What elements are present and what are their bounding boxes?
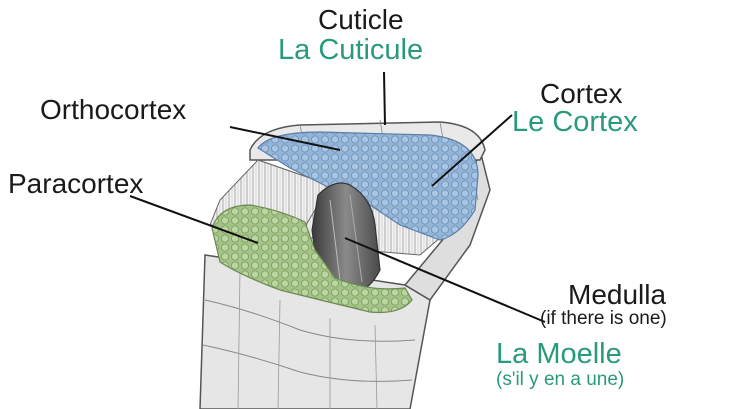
label-medulla-note-fr: (s'il y en a une) (496, 370, 624, 389)
label-paracortex: Paracortex (8, 170, 143, 198)
label-medulla-note-en: (if there is one) (540, 309, 667, 328)
label-cortex-fr: Le Cortex (512, 108, 638, 137)
leader-line-cuticle (384, 72, 385, 125)
label-medulla-fr: La Moelle (496, 340, 622, 369)
label-cuticle-en: Cuticle (318, 6, 404, 34)
label-cortex-en: Cortex (540, 80, 622, 108)
label-medulla-en: Medulla (568, 281, 666, 309)
label-orthocortex: Orthocortex (40, 96, 186, 124)
label-cuticle-fr: La Cuticule (278, 36, 423, 65)
